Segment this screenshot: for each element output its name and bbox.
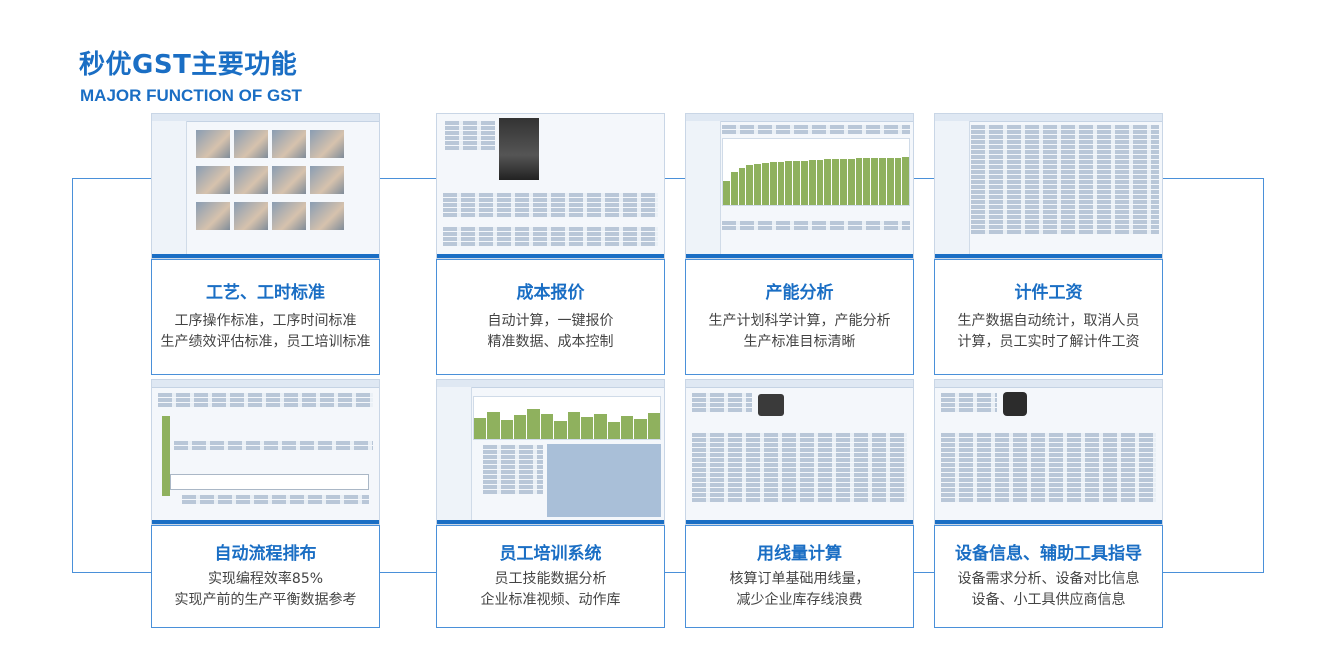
card-line-2: 实现产前的生产平衡数据参考 [174, 592, 357, 608]
card-line-1: 生产数据自动统计，取消人员 [957, 313, 1140, 329]
card-line-1: 自动计算，一键报价 [487, 313, 614, 329]
page-subtitle: MAJOR FUNCTION OF GST [80, 86, 302, 105]
card-title: 用线量计算 [757, 544, 842, 564]
card-line-2: 生产绩效评估标准，员工培训标准 [160, 334, 371, 350]
card-line-2: 企业标准视频、动作库 [480, 592, 621, 608]
screenshot-wage-table [934, 113, 1163, 259]
card-title: 成本报价 [516, 283, 585, 303]
card-line-2: 生产标准目标清晰 [743, 334, 856, 350]
content-frame [72, 178, 1264, 573]
card-line-2: 设备、小工具供应商信息 [971, 592, 1126, 608]
card-info: 设备信息、辅助工具指导 设备需求分析、设备对比信息 设备、小工具供应商信息 [934, 525, 1163, 628]
card-info: 自动流程排布 实现编程效率85% 实现产前的生产平衡数据参考 [151, 525, 380, 628]
card-info: 成本报价 自动计算，一键报价 精准数据、成本控制 [436, 259, 665, 375]
page-title: 秒优GST主要功能 [79, 50, 298, 80]
card-line-1: 工序操作标准，工序时间标准 [174, 313, 357, 329]
screenshot-equipment-table [934, 379, 1163, 525]
card-title: 工艺、工时标准 [206, 283, 325, 303]
card-info: 计件工资 生产数据自动统计，取消人员 计算，员工实时了解计件工资 [934, 259, 1163, 375]
screenshot-thread-table [685, 379, 914, 525]
card-info: 产能分析 生产计划科学计算，产能分析 生产标准目标清晰 [685, 259, 914, 375]
card-line-1: 实现编程效率85% [207, 571, 324, 587]
card-line-1: 生产计划科学计算，产能分析 [708, 313, 891, 329]
card-info: 员工培训系统 员工技能数据分析 企业标准视频、动作库 [436, 525, 665, 628]
card-line-1: 设备需求分析、设备对比信息 [957, 571, 1140, 587]
card-line-2: 减少企业库存线浪费 [736, 592, 863, 608]
screenshot-photo-gallery [151, 113, 380, 259]
screenshot-flow-layout [151, 379, 380, 525]
card-title: 计件工资 [1014, 283, 1083, 303]
screenshot-training-chart [436, 379, 665, 525]
card-info: 用线量计算 核算订单基础用线量， 减少企业库存线浪费 [685, 525, 914, 628]
card-line-2: 精准数据、成本控制 [487, 334, 614, 350]
screenshot-quote-form [436, 113, 665, 259]
screenshot-capacity-chart [685, 113, 914, 259]
card-title: 自动流程排布 [214, 544, 317, 564]
card-title: 产能分析 [765, 283, 834, 303]
card-info: 工艺、工时标准 工序操作标准，工序时间标准 生产绩效评估标准，员工培训标准 [151, 259, 380, 375]
card-title: 员工培训系统 [499, 544, 602, 564]
card-line-1: 员工技能数据分析 [494, 571, 607, 587]
card-title: 设备信息、辅助工具指导 [955, 544, 1142, 564]
card-line-1: 核算订单基础用线量， [729, 571, 870, 587]
card-line-2: 计算，员工实时了解计件工资 [957, 334, 1140, 350]
